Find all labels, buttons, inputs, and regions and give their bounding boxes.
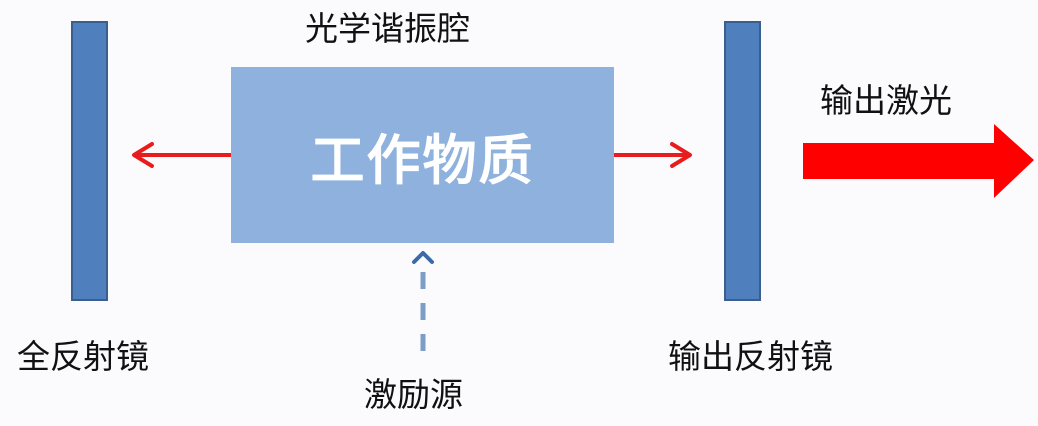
cavity-title: 光学谐振腔 xyxy=(305,9,470,48)
output-laser-arrow-icon xyxy=(803,124,1034,198)
total-reflection-mirror xyxy=(71,21,108,301)
pump-arrow-icon xyxy=(412,251,434,356)
pump-source-label: 激励源 xyxy=(364,375,463,414)
right-arrow-icon xyxy=(614,142,692,168)
output-reflection-mirror-label: 输出反射镜 xyxy=(668,337,833,376)
gain-medium-label: 工作物质 xyxy=(310,128,535,192)
total-reflection-mirror-label: 全反射镜 xyxy=(17,337,149,376)
output-laser-label: 输出激光 xyxy=(820,81,952,120)
output-reflection-mirror xyxy=(724,21,761,301)
left-arrow-icon xyxy=(132,142,231,168)
gain-medium-box: 工作物质 xyxy=(231,67,614,243)
